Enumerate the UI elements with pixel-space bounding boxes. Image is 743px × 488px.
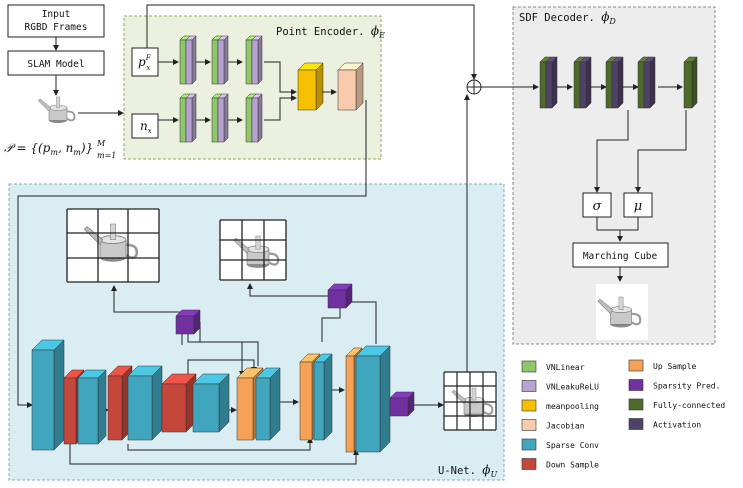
legend-label: meanpooling [546, 402, 599, 411]
vnleakyrelu-layer [251, 35, 263, 85]
legend-item: meanpooling [521, 399, 599, 412]
input-label-1: Input [42, 9, 71, 20]
legend-item: Down Sample [521, 458, 599, 470]
vnleakyrelu-layer [217, 35, 229, 85]
input-n-box [131, 113, 159, 139]
plus-circle-icon [466, 79, 482, 95]
svg-text:𝒫 = {(pm, nm)}: 𝒫 = {(pm, nm)} [4, 141, 93, 157]
sparse-conv-block [127, 365, 163, 441]
legend-item: Sparse Conv [521, 438, 599, 451]
sparsity-pred-block [327, 283, 353, 309]
watering-can-icon [37, 96, 76, 124]
legend-label: Fully-connected [653, 401, 725, 410]
vnleakyrelu-layer [251, 93, 263, 143]
vnleakyrelu-layer [185, 93, 197, 143]
sparsity-pred-block [389, 391, 415, 417]
input-p-box [131, 47, 159, 77]
activation-layer [579, 56, 592, 109]
sparse-conv-block [31, 339, 65, 451]
sparse-conv-block [192, 373, 230, 433]
legend-label: Up Sample [653, 362, 697, 371]
vnleakyrelu-layer [217, 93, 229, 143]
slam-model-label: SLAM Model [27, 59, 84, 70]
legend-item: Sparsity Pred. [628, 379, 720, 391]
legend-label: VNLinear [546, 363, 585, 372]
input-label-2: RGBD Frames [25, 22, 88, 33]
voxel-grid-icon [219, 219, 287, 281]
legend-item: VNLinear [521, 360, 585, 373]
jacobian-layer [337, 62, 364, 111]
voxel-grid-icon [66, 208, 160, 283]
mu-label: μ [634, 199, 642, 214]
legend-item: Jacobian [521, 419, 585, 431]
mu-box [623, 192, 653, 218]
legend-label: Sparsity Pred. [653, 382, 720, 391]
voxel-grid-icon [443, 371, 497, 431]
legend-label: VNLeakuReLU [546, 383, 599, 392]
legend-item: Fully-connected [628, 398, 725, 411]
point-encoder-title: Point Encoder. ϕE [276, 24, 385, 40]
legend-label: Activation [653, 421, 701, 430]
input-box [7, 4, 105, 38]
sdf-decoder-title: SDF Decoder. ϕD [519, 10, 616, 26]
sparse-conv-block [77, 369, 107, 445]
sparse-conv-block [355, 345, 391, 453]
legend: VNLinearVNLeakuReLUmeanpoolingJacobianSp… [521, 359, 725, 470]
vnleakyrelu-layer [185, 35, 197, 85]
legend-item: Up Sample [628, 359, 697, 372]
legend-label: Sparse Conv [546, 441, 599, 450]
fully-connected-layer [683, 56, 698, 109]
legend-label: Jacobian [546, 422, 585, 431]
pointcloud-formula: 𝒫 = {(pm, nm)} M m=1 [4, 139, 116, 160]
sparse-conv-block [313, 353, 333, 441]
decoder-layers [539, 56, 698, 109]
unet-title: U-Net. ϕU [438, 463, 497, 479]
meanpooling-layer [297, 62, 324, 111]
input-n-label: nx [140, 119, 152, 135]
legend-item: Activation [628, 418, 701, 430]
svg-text:M: M [96, 139, 106, 148]
legend-item: VNLeakuReLU [521, 380, 599, 392]
unet-blocks [31, 283, 415, 453]
activation-layer [545, 56, 558, 109]
sparsity-pred-block [175, 309, 201, 335]
legend-label: Down Sample [546, 461, 599, 470]
sigma-label: σ [593, 199, 603, 214]
marching-cube-label: Marching Cube [583, 251, 658, 262]
svg-text:m=1: m=1 [97, 151, 116, 160]
activation-layer [611, 56, 624, 109]
activation-layer [643, 56, 656, 109]
encoder-layers [158, 35, 364, 143]
down-sample-block [161, 373, 197, 433]
sparse-conv-block [255, 367, 281, 441]
sigma-box [582, 192, 612, 218]
